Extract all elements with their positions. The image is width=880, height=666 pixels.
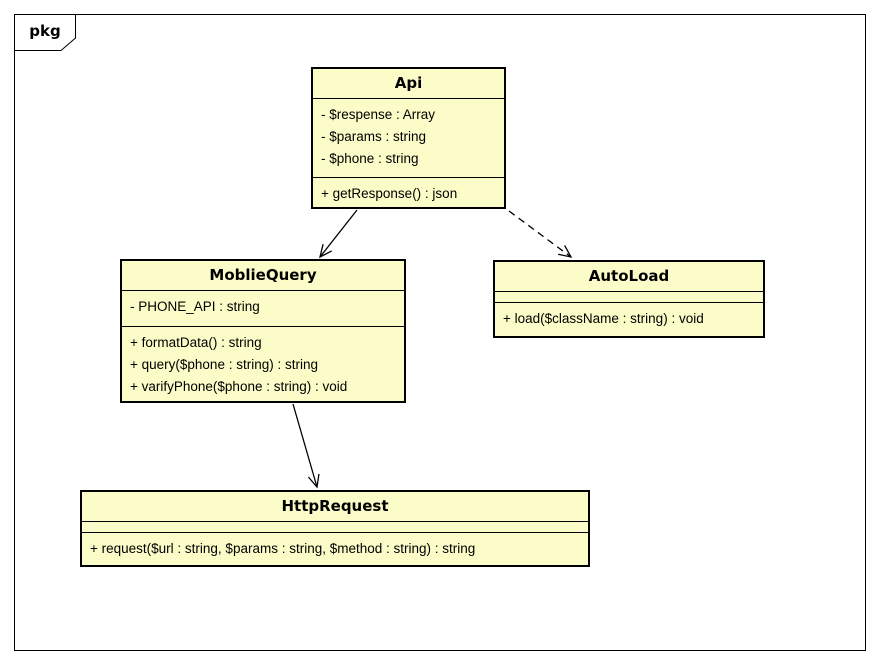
class-mobliequery-attributes: - PHONE_API : string bbox=[122, 291, 404, 327]
class-httprequest[interactable]: HttpRequest + request($url : string, $pa… bbox=[80, 490, 590, 567]
class-httprequest-methods: + request($url : string, $params : strin… bbox=[82, 533, 588, 565]
method-line: + varifyPhone($phone : string) : void bbox=[130, 379, 348, 394]
class-httprequest-attributes bbox=[82, 522, 588, 533]
package-label: pkg bbox=[29, 22, 61, 40]
class-api-methods: + getResponse() : json bbox=[313, 178, 504, 210]
attribute-line: - PHONE_API : string bbox=[130, 299, 260, 314]
class-autoload[interactable]: AutoLoad + load($className : string) : v… bbox=[493, 260, 765, 338]
class-api[interactable]: Api - $respense : Array - $params : stri… bbox=[311, 67, 506, 209]
class-mobliequery[interactable]: MoblieQuery - PHONE_API : string + forma… bbox=[120, 259, 406, 403]
attribute-line: - $phone : string bbox=[321, 151, 419, 166]
class-api-title: Api bbox=[313, 69, 504, 99]
method-line: + formatData() : string bbox=[130, 335, 262, 350]
package-tab bbox=[14, 14, 76, 51]
attribute-line: - $params : string bbox=[321, 129, 427, 144]
method-line: + request($url : string, $params : strin… bbox=[90, 541, 476, 556]
class-autoload-attributes bbox=[495, 292, 763, 303]
method-line: + query($phone : string) : string bbox=[130, 357, 318, 372]
attribute-line: - $respense : Array bbox=[321, 107, 436, 122]
class-api-attributes: - $respense : Array - $params : string -… bbox=[313, 99, 504, 178]
arrow-api-to-mobliequery[interactable] bbox=[319, 209, 358, 259]
method-line: + load($className : string) : void bbox=[503, 311, 704, 326]
class-autoload-title: AutoLoad bbox=[495, 262, 763, 292]
arrow-api-to-autoload[interactable] bbox=[508, 210, 573, 258]
arrow-mobliequery-to-httprequest[interactable] bbox=[292, 403, 320, 489]
class-mobliequery-methods: + formatData() : string + query($phone :… bbox=[122, 327, 404, 403]
class-autoload-methods: + load($className : string) : void bbox=[495, 303, 763, 335]
method-line: + getResponse() : json bbox=[321, 186, 458, 201]
class-mobliequery-title: MoblieQuery bbox=[122, 261, 404, 291]
class-httprequest-title: HttpRequest bbox=[82, 492, 588, 522]
